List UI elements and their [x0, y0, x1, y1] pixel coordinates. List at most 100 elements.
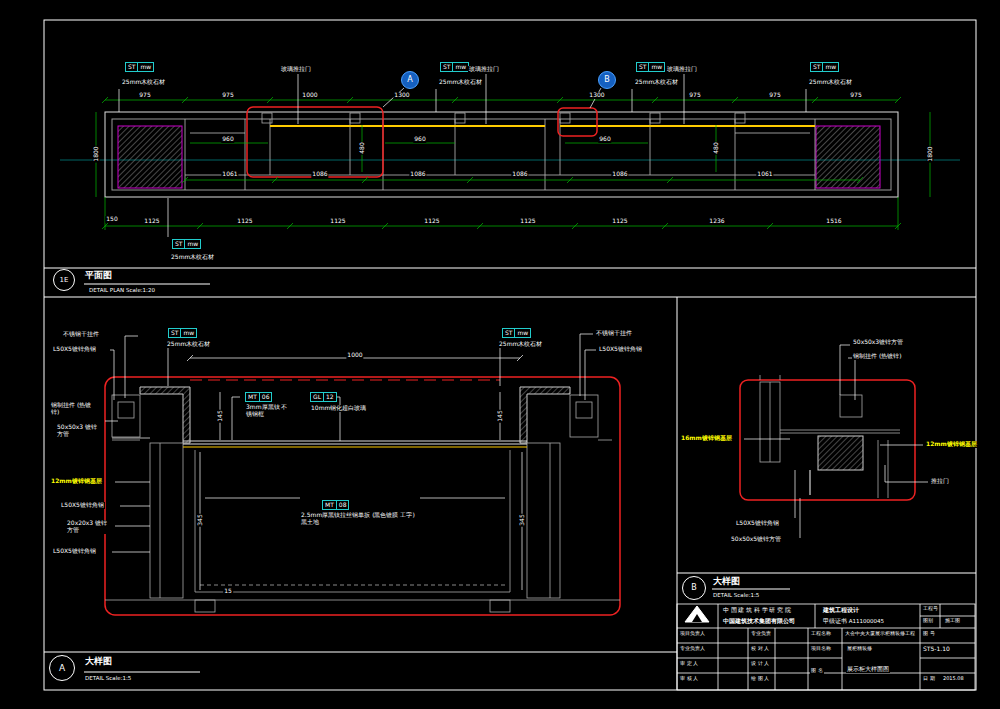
dimension-text: 1300 [393, 92, 410, 99]
annotation-text: L50X5镀锌角钢 [735, 520, 780, 527]
dimension-text: 1125 [519, 218, 536, 225]
tag-code: ST [172, 239, 185, 249]
annotation-text: 10mm钢化超白玻璃 [310, 405, 367, 412]
dimension-text: 345 [519, 513, 526, 526]
annotation-text: L50X5镀锌角钢 [52, 346, 97, 353]
dimension-text: 1125 [143, 218, 160, 225]
tag-number: mw [185, 239, 201, 249]
annotation-text: 大样图 [712, 576, 741, 586]
annotation-text: 工程名称 [810, 631, 832, 637]
annotation-text: L50X5镀锌角钢 [598, 346, 643, 353]
annotation-text: 施工图 [944, 618, 961, 624]
annotation-text: 日 期 [922, 676, 936, 682]
material-tag: STmw [502, 328, 531, 338]
annotation-text: 25mm木纹石材 [121, 79, 166, 86]
dimension-text: 1125 [236, 218, 253, 225]
dimension-text: 145 [497, 409, 504, 422]
dimension-text: 1800 [93, 145, 100, 162]
annotation-text: 建筑工程设计 [822, 607, 860, 614]
callout-letter: A [407, 76, 412, 84]
dimension-text: 1125 [329, 218, 346, 225]
callout-circle: B [598, 71, 616, 89]
annotation-text: 25mm木纹石材 [166, 341, 211, 348]
tag-code: ST [636, 62, 649, 72]
annotation-text: 图 名 [810, 668, 824, 674]
annotation-text: 不锈钢干挂件 [595, 330, 633, 337]
dimension-text: 1061 [756, 171, 773, 178]
annotation-text: DETAIL Scale:1:5 [84, 675, 132, 681]
material-tag: STmw [168, 328, 197, 338]
material-tag: STmw [125, 62, 154, 72]
dimension-text: 480 [359, 141, 366, 154]
annotation-text: 50x50x3 镀锌方管 [56, 424, 104, 438]
dimension-text: 1800 [927, 145, 934, 162]
annotation-text: 25mm木纹石材 [438, 79, 483, 86]
annotation-text: 玻璃推拉门 [280, 66, 312, 73]
annotation-text: DETAIL Scale:1:5 [712, 592, 760, 598]
dimension-text: 345 [197, 513, 204, 526]
tag-number: mw [515, 328, 531, 338]
annotation-text: 钢制挂件 (热镀锌) [50, 402, 98, 416]
tag-number: 06 [260, 392, 273, 402]
material-tag: GL12 [310, 392, 337, 402]
annotation-text: 2.5mm厚黑钛拉丝钢单扳 (黑色镀膜 工字) 黑土地 [300, 512, 422, 526]
annotation-text: 不锈钢干挂件 [62, 331, 100, 338]
tag-code: ST [125, 62, 138, 72]
annotation-text: 图 号 [922, 631, 936, 637]
material-tag: STmw [636, 62, 665, 72]
annotation-text: 玻璃推拉门 [666, 66, 698, 73]
callout-letter: 1E [60, 277, 69, 284]
annotation-text: 25mm木纹石材 [498, 341, 543, 348]
material-tag: STmw [440, 62, 469, 72]
annotation-text: 钢制挂件 (热镀锌) [852, 353, 903, 360]
material-tag: STmw [172, 239, 201, 249]
annotation-text: 绘 图 人 [750, 676, 770, 682]
annotation-text: 16mm镀锌钢基层 [680, 435, 733, 442]
tag-number: mw [138, 62, 154, 72]
material-tag: STmw [810, 62, 839, 72]
tag-code: MT [245, 392, 260, 402]
dimension-text: 2015.08 [942, 676, 965, 682]
annotation-text: L50X5镀锌角钢 [52, 548, 97, 555]
annotation-text: 3mm厚黑钛 不锈钢框 [245, 404, 291, 418]
dimension-text: 1516 [825, 218, 842, 225]
dimension-text: 1061 [221, 171, 238, 178]
annotation-text: 大会中央大厦展示柜精装修工程 [844, 631, 916, 637]
annotation-text: 50x50x3镀锌方管 [852, 339, 904, 346]
tag-number: mw [823, 62, 839, 72]
annotation-text: 平面图 [84, 270, 113, 280]
dimension-text: 1086 [409, 171, 426, 178]
tag-number: mw [181, 328, 197, 338]
annotation-text: 展柜精装修 [846, 646, 873, 652]
tag-code: MT [322, 500, 337, 510]
annotation-text: 玻璃推拉门 [468, 66, 500, 73]
annotation-text: 展示柜大样面图 [846, 666, 890, 673]
annotation-text: ST5-1.10 [922, 646, 951, 653]
dimension-text: 975 [849, 92, 862, 99]
annotation-text: 图别 [922, 618, 934, 624]
dimension-text: 1086 [511, 171, 528, 178]
annotation-text: L50X5镀锌角钢 [60, 502, 105, 509]
tag-number: mw [453, 62, 469, 72]
annotation-text: 大样图 [84, 656, 113, 666]
annotation-text: 25mm木纹石材 [634, 79, 679, 86]
tag-code: ST [168, 328, 181, 338]
material-tag: MT08 [322, 500, 349, 510]
dimension-text: 145 [217, 409, 224, 422]
annotation-text: 中国建筑技术集团有限公司 [722, 618, 796, 625]
callout-letter: B [691, 584, 697, 592]
dimension-text: 1236 [708, 218, 725, 225]
annotation-text: 12mm镀锌钢基层 [50, 478, 103, 485]
annotation-text: 25mm木纹石材 [170, 254, 215, 261]
dimension-text: 1000 [346, 352, 363, 359]
annotation-text: DETAIL PLAN Scale:1:20 [88, 287, 156, 293]
callout-letter: B [604, 76, 610, 84]
dimension-text: 975 [688, 92, 701, 99]
annotation-text: 工程号 [922, 606, 939, 612]
callout-circle: 1E [53, 269, 75, 291]
annotation-text: 审 定 人 [679, 661, 699, 667]
dimension-text: 1125 [611, 218, 628, 225]
dimension-text: 975 [138, 92, 151, 99]
